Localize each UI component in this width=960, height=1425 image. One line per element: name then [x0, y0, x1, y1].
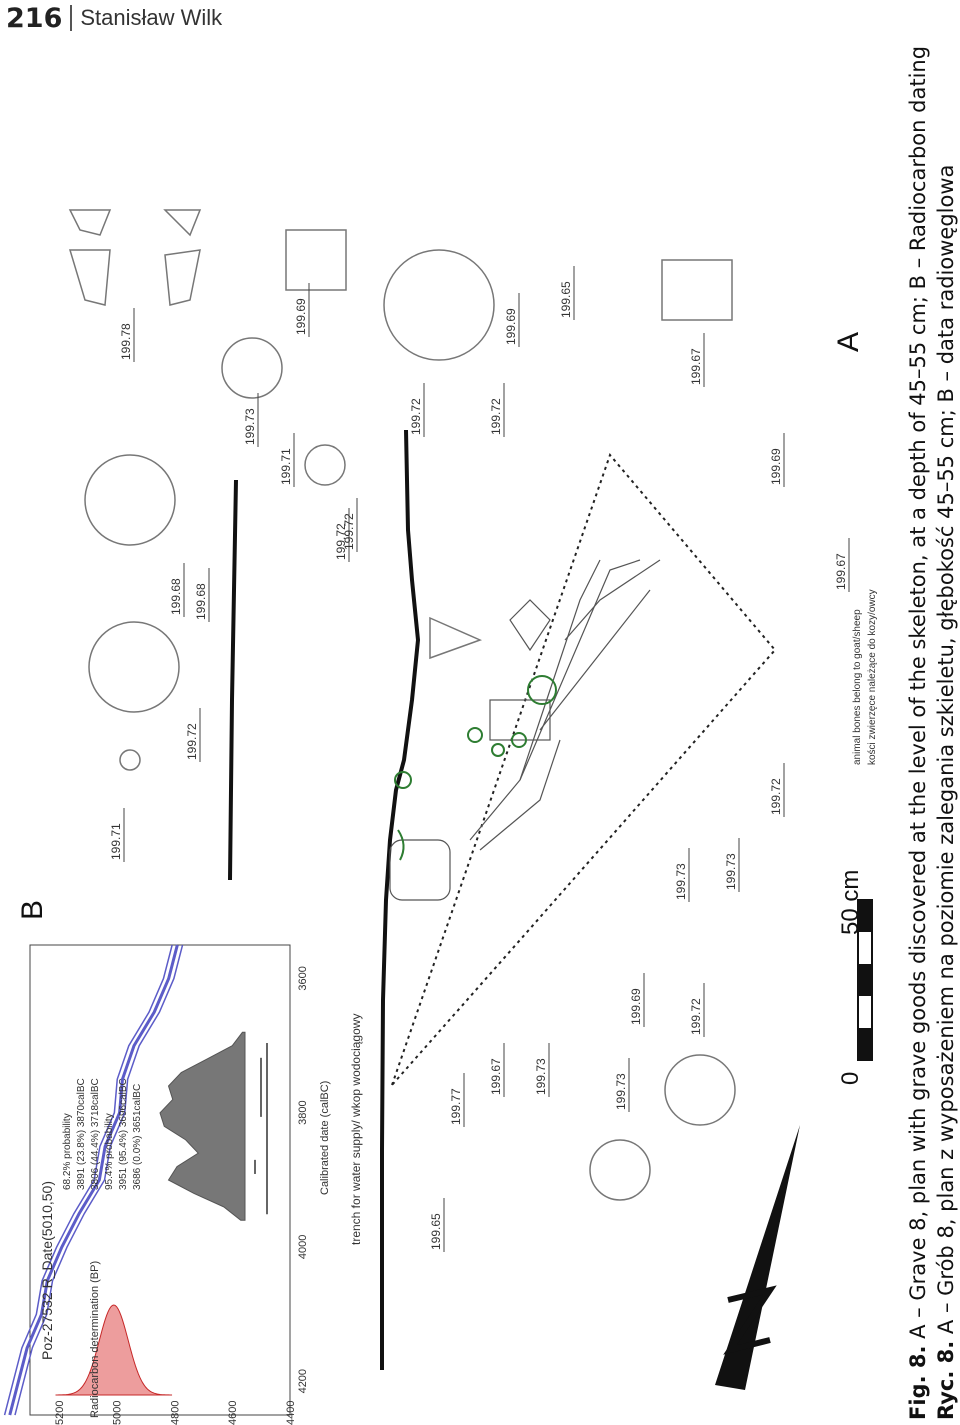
depth-label: 199.72 [334, 523, 348, 560]
depth-label: 199.72 [409, 398, 423, 435]
caption-pl-label: Ryc. 8. [934, 1340, 958, 1420]
chart-title: Poz-27532 R_Date(5010,50) [39, 1181, 55, 1360]
depth-label: 199.72 [185, 723, 199, 760]
depth-label: 199.69 [629, 988, 643, 1025]
skeleton [389, 559, 661, 901]
probability-text: 3891 (23.8%) 3870calBC [76, 1078, 87, 1190]
page-header: 216 Stanisław Wilk [0, 0, 222, 36]
measured-distribution [55, 1304, 173, 1396]
trench-line [380, 429, 421, 1370]
caption-en-text: A – Grave 8, plan with grave goods disco… [906, 45, 930, 1346]
scale-bar-length: 50 cm [837, 870, 864, 935]
depth-label: 199.65 [559, 281, 573, 318]
x-tick-label: 3800 [297, 1100, 309, 1124]
y-tick-label: 5200 [54, 1401, 66, 1425]
grave-goods-drawings [68, 209, 736, 1201]
y-tick-label: 4600 [227, 1401, 239, 1425]
chart-frame [29, 944, 291, 1416]
x-axis-label: Calibrated date (calBC) [319, 1081, 331, 1195]
probability-text: 68.2% probability [62, 1113, 73, 1190]
calibration-curve [3, 944, 173, 1416]
scale-bar [857, 899, 873, 1061]
north-arrow [715, 1125, 800, 1390]
green-find [527, 675, 557, 705]
caption-en-label: Fig. 8. [906, 1345, 930, 1420]
caption-en: Fig. 8. A – Grave 8, plan with grave goo… [906, 46, 930, 1420]
scale-bar-zero: 0 [837, 1072, 864, 1085]
depth-label: 199.71 [279, 448, 293, 485]
depth-label: 199.67 [834, 553, 848, 590]
depth-label: 199.73 [534, 1058, 548, 1095]
depth-label: 199.67 [689, 348, 703, 385]
trench-line-top [228, 479, 238, 881]
depth-label: 199.65 [429, 1213, 443, 1250]
animal-bones-annotation-en: animal bones belong to goat/sheep [852, 609, 863, 765]
page-number: 216 [6, 2, 63, 34]
animal-bones-annotation-pl: kości zwierzęce należące do kozy/owcy [867, 589, 878, 765]
depth-label: 199.68 [169, 578, 183, 615]
depth-label: 199.73 [674, 863, 688, 900]
trench-annotation: trench for water supply/ wkop wodociągow… [349, 1014, 363, 1245]
depth-label: 199.72 [689, 998, 703, 1035]
x-tick-label: 4000 [297, 1235, 309, 1259]
depth-label: 199.73 [243, 408, 257, 445]
depth-label: 199.72 [769, 778, 783, 815]
x-tick-label: 4200 [297, 1369, 309, 1393]
depth-label: 199.73 [724, 853, 738, 890]
probability-text: 95.4% probability [104, 1113, 115, 1190]
calibration-curve [14, 944, 184, 1416]
probability-text: 3806 (44.4%) 3718calBC [90, 1078, 101, 1190]
panel-label-a: A [832, 332, 865, 352]
depth-label: 199.69 [294, 298, 308, 335]
header-divider [70, 5, 73, 31]
caption-pl-text: A – Grób 8, plan z wyposażeniem na pozio… [934, 164, 958, 1341]
caption-pl: Ryc. 8. A – Grób 8, plan z wyposażeniem … [934, 165, 958, 1420]
green-find [394, 771, 412, 789]
calibrated-distribution [159, 1031, 246, 1221]
depth-label: 199.69 [769, 448, 783, 485]
depth-label: 199.72 [489, 398, 503, 435]
y-tick-label: 4400 [285, 1401, 297, 1425]
depth-label: 199.67 [489, 1058, 503, 1095]
depth-label: 199.78 [119, 323, 133, 360]
depth-label: 199.77 [449, 1088, 463, 1125]
y-tick-label: 5000 [112, 1401, 124, 1425]
y-tick-label: 4800 [169, 1401, 181, 1425]
y-axis-label: Radiocarbon determination (BP) [89, 1261, 101, 1418]
probability-text: 3951 (95.4%) 3696calBC [118, 1078, 129, 1190]
depth-label: 199.69 [504, 308, 518, 345]
green-find [397, 829, 405, 861]
depth-label: 199.71 [109, 823, 123, 860]
probability-text: 3686 (0.0%) 3651calBC [132, 1084, 143, 1190]
panel-label-b: B [16, 900, 49, 920]
depth-label: 199.73 [614, 1073, 628, 1110]
calibration-curve [8, 944, 179, 1416]
grave-outline [391, 453, 777, 1086]
depth-label: 199.72 [342, 513, 356, 550]
radiocarbon-chart: 4200 4000 3800 3600 5200 5000 4800 4600 4400 Cali… [3, 944, 331, 1425]
green-find [491, 743, 505, 757]
green-finds [394, 675, 557, 861]
green-find [467, 727, 483, 743]
x-tick-label: 3600 [297, 966, 309, 990]
green-find [511, 732, 527, 748]
author-name: Stanisław Wilk [80, 5, 223, 30]
depth-label: 199.68 [194, 583, 208, 620]
